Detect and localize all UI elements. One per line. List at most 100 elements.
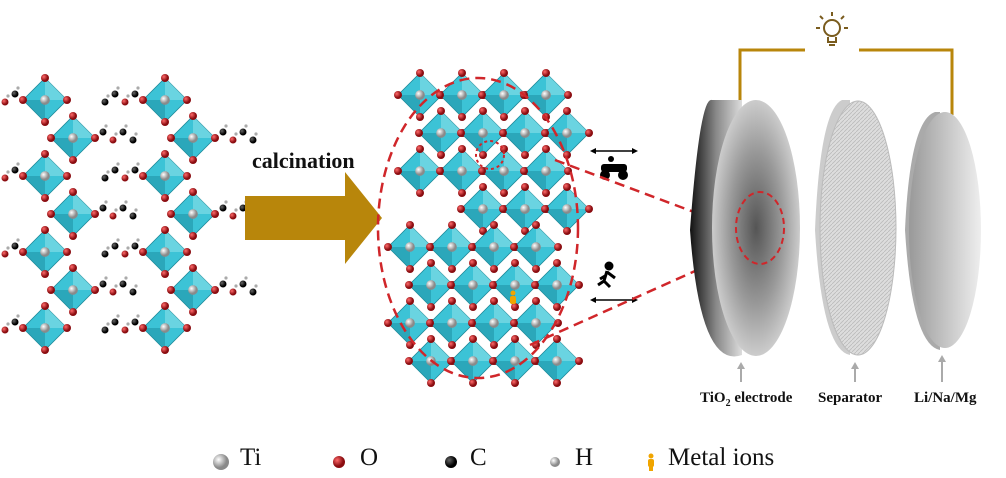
octahedron: [436, 145, 488, 197]
oxygen-atom: [167, 134, 175, 142]
oxygen-atom: [161, 150, 169, 158]
hydrogen-atom: [234, 132, 238, 136]
oxygen-atom: [521, 227, 529, 235]
oxygen-atom: [437, 107, 445, 115]
octahedron: [499, 183, 551, 235]
oxygen-atom: [542, 69, 550, 77]
carbon-atom: [121, 250, 129, 258]
oxygen-atom: [69, 188, 77, 196]
hydrogen-atom: [136, 314, 140, 318]
octahedron: [405, 259, 457, 311]
oxygen-atom: [183, 248, 191, 256]
octahedron: [384, 297, 436, 349]
octahedron: [531, 335, 583, 387]
hydrogen-atom: [224, 276, 228, 280]
oxygen-atom: [436, 91, 444, 99]
oxygen-atom: [553, 335, 561, 343]
oxygen-atom: [161, 118, 169, 126]
oxygen-atom: [161, 74, 169, 82]
oxygen-atom: [41, 74, 49, 82]
hydrogen-atom: [244, 124, 248, 128]
oxygen-atom: [511, 259, 519, 267]
carbon-atom: [101, 98, 109, 106]
oxygen-atom: [47, 210, 55, 218]
oxygen-atom: [427, 335, 435, 343]
ion-highlight: [475, 140, 505, 170]
legend-ti: Ti: [240, 444, 262, 471]
carbon-atom: [119, 280, 127, 288]
octahedron: [19, 302, 71, 354]
carbon-atom: [229, 212, 237, 220]
oxygen-atom: [63, 172, 71, 180]
ion-transport-icons: [590, 148, 638, 303]
octahedron: [541, 107, 593, 159]
carbon-atom: [1, 250, 9, 258]
carbon-atom: [249, 288, 257, 296]
hydrogen-atom: [6, 170, 10, 174]
oxygen-atom: [478, 167, 486, 175]
carbon-atom: [99, 280, 107, 288]
legend-metal-ions: Metal ions: [668, 444, 775, 471]
oxygen-atom: [489, 281, 497, 289]
oxygen-atom: [469, 303, 477, 311]
tio2-electrode: [712, 100, 800, 356]
oxygen-atom: [69, 112, 77, 120]
oxygen-atom: [521, 107, 529, 115]
octahedron: [47, 188, 99, 240]
octahedron: [447, 259, 499, 311]
oxygen-atom: [448, 297, 456, 305]
oxygen-atom: [553, 303, 561, 311]
oxygen-atom: [406, 341, 414, 349]
oxygen-atom: [69, 308, 77, 316]
legend-h: H: [575, 444, 594, 471]
hydrogen-atom: [224, 200, 228, 204]
oxygen-atom: [405, 357, 413, 365]
carbon-atom: [11, 90, 19, 98]
oxygen-atom: [490, 297, 498, 305]
oxygen-atom: [521, 183, 529, 191]
oxygen-atom: [427, 259, 435, 267]
oxygen-atom: [139, 172, 147, 180]
oxygen-atom: [426, 319, 434, 327]
hydrogen-atom: [6, 322, 10, 326]
oxygen-atom: [19, 248, 27, 256]
hydrogen-atom: [244, 276, 248, 280]
oxygen-atom: [521, 151, 529, 159]
oxygen-atom: [47, 286, 55, 294]
carbon-atom: [129, 212, 137, 220]
oxygen-atom: [585, 205, 593, 213]
oxygen-atom: [511, 303, 519, 311]
oxygen-atom: [416, 69, 424, 77]
octahedron: [47, 112, 99, 164]
process-label: calcination: [252, 148, 355, 173]
carbon-atom: [131, 166, 139, 174]
hydrogen-atom: [6, 246, 10, 250]
carbon-atom: [109, 288, 117, 296]
counter-electrode-label: Li/Na/Mg: [914, 390, 977, 406]
oxygen-atom: [394, 91, 402, 99]
carbon-atom: [131, 318, 139, 326]
oxygen-atom: [448, 341, 456, 349]
hydrogen-atom: [136, 86, 140, 90]
hydrogen-atom: [16, 86, 20, 90]
atv-icon: [600, 156, 628, 180]
oxygen-atom: [384, 243, 392, 251]
octahedron: [468, 221, 520, 273]
oxygen-atom: [406, 265, 414, 273]
oxygen-atom: [510, 243, 518, 251]
carbon-atom: [11, 242, 19, 250]
octahedron: [384, 221, 436, 273]
oxygen-atom: [47, 134, 55, 142]
oxygen-atom: [161, 302, 169, 310]
oxygen-atom: [585, 129, 593, 137]
oxygen-atom: [19, 96, 27, 104]
octahedron: [139, 74, 191, 126]
carbon-atom: [129, 288, 137, 296]
oxygen-atom: [468, 319, 476, 327]
oxygen-atom: [448, 221, 456, 229]
oxygen-atom: [575, 281, 583, 289]
oxygen-atom: [167, 210, 175, 218]
electrode-label-sub: 2: [725, 398, 731, 409]
